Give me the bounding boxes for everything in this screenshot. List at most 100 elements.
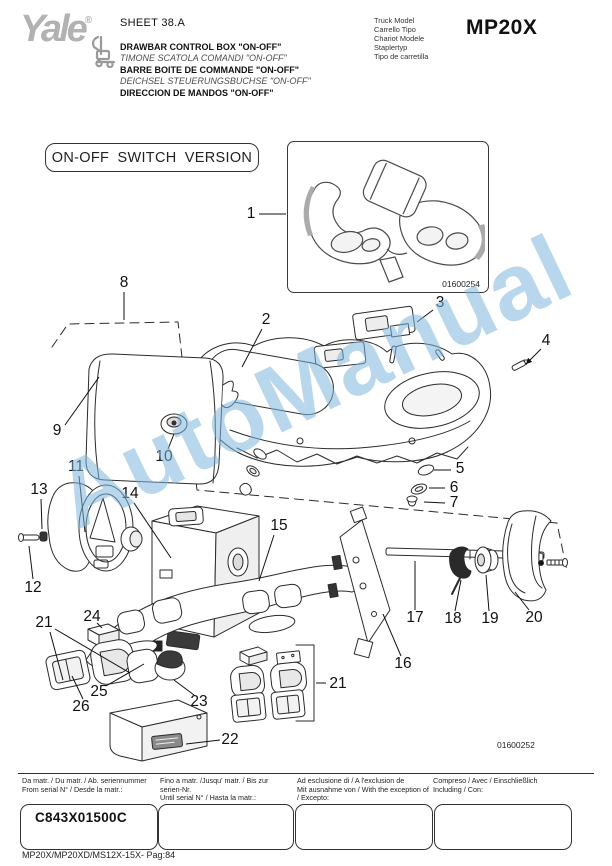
callout-23: 23 <box>190 693 207 710</box>
title-fr: BARRE BOITE DE COMMANDE "ON-OFF" <box>120 64 300 75</box>
leader-line <box>65 377 99 425</box>
leader-line <box>50 632 63 680</box>
footer-label-line: Mit ausnahme von / With the exception of <box>297 784 429 794</box>
callout-12: 12 <box>24 579 41 596</box>
including-box <box>434 804 572 850</box>
pin <box>435 349 445 361</box>
leader-line <box>29 546 33 579</box>
callout-1: 1 <box>247 205 256 222</box>
callout-20: 20 <box>525 609 543 626</box>
part-18-clip <box>450 547 471 594</box>
part-2-housing <box>193 338 491 466</box>
ring <box>245 464 261 479</box>
part-4-screw <box>511 358 530 371</box>
part-16-pcb <box>328 507 390 658</box>
leader-line <box>106 664 144 686</box>
part-20-right-grip <box>503 511 551 601</box>
part-11-left-grip <box>48 483 142 572</box>
truck-model-label: Staplertyp <box>374 43 408 52</box>
truck-model-labels: Truck Model Carrello Tipo Chariot Modele… <box>374 16 428 61</box>
part-25-bezel <box>89 638 138 687</box>
version-label-text: ON-OFF SWITCH VERSION <box>51 149 253 166</box>
truck-model-label: Chariot Modele <box>374 34 425 43</box>
callout-2: 2 <box>262 311 271 328</box>
pin <box>389 346 396 363</box>
part-19-bushing <box>475 547 498 573</box>
callout-21: 21 <box>329 675 346 692</box>
excluding-box <box>295 804 433 850</box>
model-number: MP20X <box>466 16 538 39</box>
part-6-ring <box>410 482 428 496</box>
dashed-boundary <box>52 322 567 571</box>
leader-line <box>455 580 461 611</box>
forklift-icon <box>92 35 116 68</box>
callout-13: 13 <box>30 481 47 498</box>
callout-3: 3 <box>436 294 445 311</box>
footer-label-line: Compreso / Avec / Einschließlich <box>433 776 538 785</box>
callout-6: 6 <box>450 479 459 496</box>
footer-col-excluding: Ad esclusione di / A l'exclusion de Mit … <box>297 776 431 803</box>
truck-model-label: Tipo de carretilla <box>374 52 429 61</box>
part-3-bracket <box>352 306 415 342</box>
callout-24: 24 <box>83 608 101 625</box>
callout-16: 16 <box>394 655 411 672</box>
footer-label-line: From serial N° / Desde la matr.: <box>22 784 123 794</box>
leader-line <box>41 499 42 529</box>
callout-26: 26 <box>72 698 89 715</box>
leader-line <box>417 310 433 322</box>
part-26-switch <box>45 649 91 691</box>
callout-10: 10 <box>155 448 173 465</box>
footer-label-line: Ad esclusione di / A l'exclusion de <box>297 776 405 785</box>
callout-22: 22 <box>221 731 238 748</box>
serial-until-box <box>158 804 294 850</box>
callout-19: 19 <box>481 610 498 627</box>
serial-number: C843X01500C <box>35 810 127 825</box>
bushing <box>240 483 251 495</box>
assembled-unit-drawing <box>303 159 488 283</box>
footer-label-line: Until serial N° / Hasta la matr.: <box>160 793 256 803</box>
callout-14: 14 <box>121 485 139 502</box>
footer-label-line: Da matr. / Du matr. / Ab. seriennummer <box>22 776 147 785</box>
serial-from-box: C843X01500C <box>20 804 158 850</box>
title-de: DEICHSEL STEUERUNGSBUCHSE "ON-OFF" <box>120 76 311 87</box>
footer-rule <box>18 773 594 774</box>
leader-line <box>134 503 171 558</box>
callout-7: 7 <box>450 494 459 511</box>
leader-line <box>526 349 541 364</box>
title-it: TIMONE SCATOLA COMANDI "ON-OFF" <box>120 53 287 64</box>
leader-line <box>174 680 194 695</box>
callout-5: 5 <box>456 460 465 477</box>
part-23-knob <box>155 651 185 680</box>
leader-line <box>79 476 85 532</box>
title-block: DRAWBAR CONTROL BOX "ON-OFF" TIMONE SCAT… <box>120 42 311 99</box>
exploded-diagram: 1234567891011121314151617181920212223242… <box>0 205 612 770</box>
ring <box>252 447 268 462</box>
title-en: DRAWBAR CONTROL BOX "ON-OFF" <box>120 42 282 52</box>
screw <box>539 559 568 567</box>
part-10-grommet <box>161 414 187 434</box>
part-12-pin <box>19 534 40 542</box>
sheet-number: SHEET 38.A <box>120 17 186 29</box>
leader-line <box>242 329 262 367</box>
leader-line <box>515 592 529 610</box>
callout-4: 4 <box>542 332 551 349</box>
truck-model-label: Carrello Tipo <box>374 25 416 34</box>
truck-model-label: Truck Model <box>374 16 415 25</box>
part-13-nut <box>40 532 47 541</box>
leader-line <box>259 535 274 581</box>
leader-line <box>186 740 220 744</box>
inset-figure-number: 01600254 <box>442 279 480 289</box>
leader-line <box>55 629 130 673</box>
yale-logo-text: Yale <box>20 8 88 50</box>
part-22-cover-plate <box>110 700 207 761</box>
registered-mark: ® <box>84 15 93 26</box>
yale-logo: Yale® <box>20 8 92 51</box>
footer-label-line: Including / Con: <box>433 784 483 794</box>
leader-line <box>486 575 489 611</box>
assembled-unit-inset: 01600254 <box>287 141 489 293</box>
page-reference: MP20X/MP20XD/MS12X-15X- Pag:84 <box>22 850 176 860</box>
leader-line <box>97 623 102 628</box>
callout-25: 25 <box>90 683 107 700</box>
figure-number: 01600252 <box>497 740 535 750</box>
